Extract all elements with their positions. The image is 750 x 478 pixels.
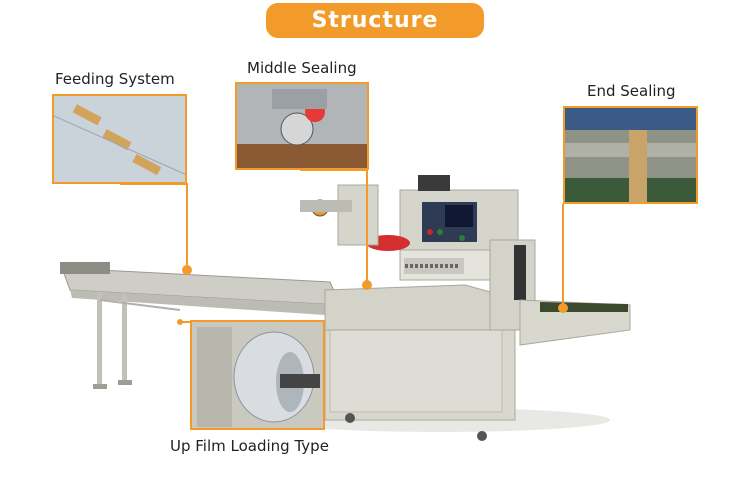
- feeding-system-label: Feeding System: [55, 70, 175, 88]
- film-loading-photo: [190, 320, 325, 430]
- end-sealing-photo: [563, 106, 698, 204]
- middle-sealing-photo: [235, 82, 369, 170]
- feeding-system-photo: [52, 94, 187, 184]
- end-sealing-label: End Sealing: [587, 82, 676, 100]
- film-loading-label: Up Film Loading Type: [170, 437, 329, 455]
- structure-title: Structure: [266, 3, 484, 38]
- middle-sealing-label: Middle Sealing: [247, 59, 357, 77]
